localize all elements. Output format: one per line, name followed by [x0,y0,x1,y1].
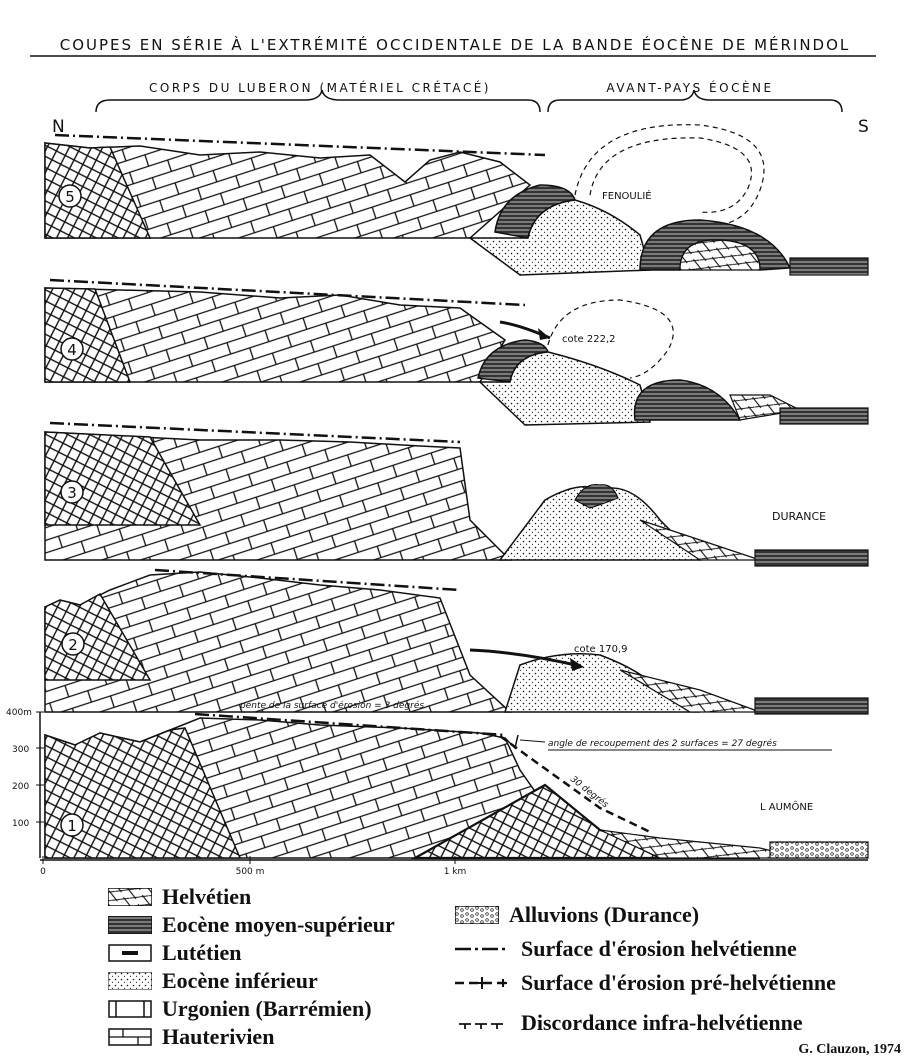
legend-label-erosion-helvetienne: Surface d'érosion helvétienne [521,936,797,962]
legend-item-discordance: Discordance infra-helvétienne [455,1010,803,1036]
legend-item-urgonien: Urgonien (Barrémien) [108,996,372,1022]
distance-tick-0: 0 [40,867,46,877]
section-4-syncline-south [635,380,740,420]
section-3-label: DURANCE [772,510,826,523]
elevation-tick-100: 100 [12,819,29,829]
dash-dot-line-icon [455,940,509,958]
legend-label-hauterivien: Hauterivien [162,1024,274,1050]
legend-item-hauterivien: Hauterivien [108,1024,274,1050]
legend-item-eocene-moyen: Eocène moyen-supérieur [108,912,395,938]
hauterivien-swatch [108,1028,152,1046]
legend-label-eocene-moyen: Eocène moyen-supérieur [162,912,395,938]
distance-tick-1km: 1 km [444,867,467,877]
legend-label-helvetien: Helvétien [162,884,251,910]
helvetien-swatch [108,888,152,906]
section-3-plain [755,550,868,566]
geological-cross-sections: COUPES EN SÉRIE À L'EXTRÉMITÉ OCCIDENTAL… [0,0,909,880]
section-1-angle-leader [520,740,545,742]
legend-item-lutetien: Lutétien [108,940,241,966]
alluvions-swatch [455,906,499,924]
section-2-plain [755,698,868,714]
legend-item-erosion-pre-helvetienne: Surface d'érosion pré-helvétienne [455,970,836,996]
section-2: 2 cote 170,9 [45,570,868,714]
distance-tick-500: 500 m [236,867,265,877]
elevation-axis: 400m 300 200 100 [6,708,44,858]
section-5-number: 5 [65,188,75,206]
section-1-label: L AUMÔNE [760,800,813,813]
legend-label-urgonien: Urgonien (Barrémien) [162,996,372,1022]
zone-north-label: CORPS DU LUBERON (MATÉRIEL CRÉTACÉ) [149,80,491,95]
legend-item-eocene-inferieur: Eocène inférieur [108,968,318,994]
legend: Helvétien Eocène moyen-supérieur Lutétie… [0,880,909,1064]
section-1-angle-annotation: angle de recoupement des 2 surfaces = 27… [548,738,777,749]
section-4-number: 4 [67,341,77,359]
section-4-plain [780,408,868,424]
legend-item-helvetien: Helvétien [108,884,251,910]
figure-title: COUPES EN SÉRIE À L'EXTRÉMITÉ OCCIDENTAL… [60,35,851,54]
legend-label-discordance: Discordance infra-helvétienne [521,1010,803,1036]
section-1-number: 1 [67,817,77,835]
section-4-arrowhead [538,328,550,340]
distance-axis: 0 500 m 1 km [40,856,868,877]
section-2-label: cote 170,9 [574,644,628,655]
elevation-tick-200: 200 [12,782,29,792]
legend-label-erosion-pre-helvetienne: Surface d'érosion pré-helvétienne [521,970,836,996]
lutetien-swatch [108,944,152,962]
section-1-plain [770,842,868,858]
urgonien-swatch [108,1000,152,1018]
eocene-inferieur-swatch [108,972,152,990]
legend-label-eocene-inferieur: Eocène inférieur [162,968,318,994]
section-2-number: 2 [68,636,78,654]
section-1-dip-annotation: 30 degrés [568,774,611,811]
elevation-tick-400: 400m [6,708,32,718]
section-5-plain [790,258,868,275]
section-3: 3 DURANCE [45,423,868,566]
legend-item-erosion-helvetienne: Surface d'érosion helvétienne [455,936,797,962]
elevation-tick-300: 300 [12,745,29,755]
legend-label-alluvions: Alluvions (Durance) [509,902,699,928]
section-4: 4 cote 222,2 [45,280,868,425]
section-1-slope-annotation: pente de la surface d'érosion = 3 degrés [239,700,424,711]
credit: G. Clauzon, 1974 [798,1042,901,1058]
section-3-number: 3 [67,484,77,502]
section-4-label: cote 222,2 [562,334,616,345]
legend-label-lutetien: Lutétien [162,940,241,966]
eocene-moyen-swatch [108,916,152,934]
zone-south-brace [548,90,842,112]
section-5-label: FENOULIÉ [602,189,652,202]
section-5: 5 FENOULIÉ [45,125,868,275]
tick-line-icon [455,1014,509,1032]
section-1: pente de la surface d'érosion = 3 degrés… [45,700,868,858]
zone-south-label: AVANT-PAYS ÉOCÈNE [606,80,773,95]
legend-item-alluvions: Alluvions (Durance) [455,902,699,928]
dash-cross-line-icon [455,974,509,992]
south-marker: S [858,117,869,137]
